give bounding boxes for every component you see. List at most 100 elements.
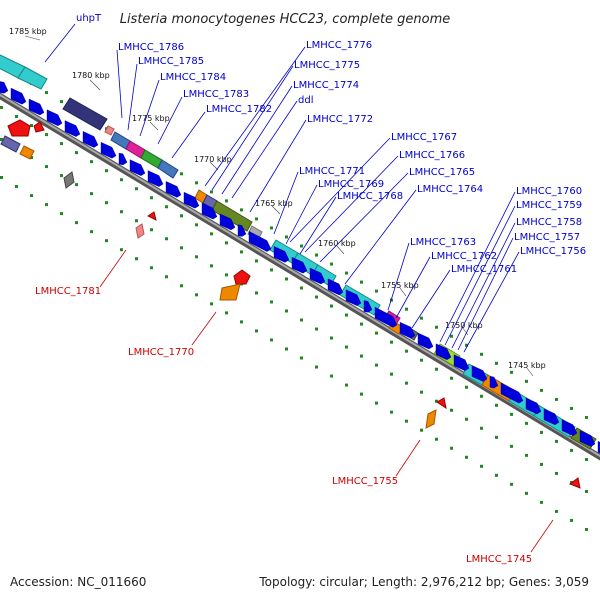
- feature-box[interactable]: [147, 211, 157, 221]
- gene-label-LMHCC_1762[interactable]: LMHCC_1762: [395, 251, 497, 319]
- gene-arrow[interactable]: [100, 141, 117, 159]
- guide-dot: [405, 307, 408, 311]
- guide-dot: [345, 271, 348, 275]
- guide-dot: [345, 313, 348, 317]
- feature-box[interactable]: [0, 135, 21, 153]
- gene-label-LMHCC_1784[interactable]: LMHCC_1784: [139, 72, 226, 137]
- gene-label-LMHCC_1763[interactable]: LMHCC_1763: [387, 237, 476, 311]
- guide-dot: [120, 248, 123, 252]
- gene-label-text: LMHCC_1768: [337, 191, 403, 202]
- gene-arrow[interactable]: [165, 181, 182, 198]
- gene-arrow[interactable]: [345, 289, 362, 306]
- guide-dot: [225, 241, 228, 245]
- gene-label-ddl[interactable]: ddl: [231, 95, 313, 199]
- feature-box[interactable]: [33, 121, 45, 133]
- gene-arrow[interactable]: [471, 365, 488, 382]
- gene-arrow[interactable]: [10, 87, 27, 105]
- gene-label-LMHCC_1766[interactable]: LMHCC_1766: [304, 150, 465, 253]
- gene-label-LMHCC_1770[interactable]: LMHCC_1770: [128, 311, 217, 358]
- guide-dot: [555, 471, 558, 475]
- feature-box[interactable]: [157, 159, 179, 179]
- gene-arrow[interactable]: [183, 191, 200, 209]
- guide-dot: [150, 266, 153, 270]
- guide-dot: [45, 165, 48, 169]
- gene-label-LMHCC_1767[interactable]: LMHCC_1767: [289, 132, 457, 243]
- feature-box[interactable]: [19, 145, 35, 160]
- feature-box[interactable]: [233, 269, 251, 285]
- gene-label-LMHCC_1759[interactable]: LMHCC_1759: [444, 200, 582, 346]
- guide-dot: [555, 509, 558, 513]
- gene-arrow[interactable]: [374, 306, 398, 328]
- gene-label-LMHCC_1757[interactable]: LMHCC_1757: [457, 232, 580, 351]
- gene-arrow[interactable]: [46, 109, 63, 127]
- gene-label-text: ddl: [298, 95, 313, 106]
- feature-box[interactable]: [62, 97, 108, 131]
- gene-arrow[interactable]: [363, 300, 373, 313]
- gene-arrow[interactable]: [399, 321, 416, 339]
- guide-dot: [195, 223, 198, 227]
- gene-arrow[interactable]: [453, 354, 470, 371]
- gene-label-LMHCC_1745[interactable]: LMHCC_1745: [466, 519, 554, 565]
- gene-arrow[interactable]: [28, 98, 45, 116]
- gene-arrow[interactable]: [489, 376, 499, 389]
- gene-arrow[interactable]: [129, 159, 146, 176]
- gene-arrow[interactable]: [118, 152, 128, 166]
- gene-arrow[interactable]: [327, 278, 344, 296]
- gene-label-LMHCC_1756[interactable]: LMHCC_1756: [463, 246, 586, 353]
- gene-arrow[interactable]: [561, 419, 578, 436]
- gene-arrow[interactable]: [219, 213, 236, 231]
- guide-dot: [15, 185, 18, 189]
- feature-box[interactable]: [436, 397, 447, 410]
- guide-dot: [270, 268, 273, 272]
- feature-box[interactable]: [568, 477, 581, 489]
- feature-box[interactable]: [211, 200, 253, 232]
- gene-label-uhpT[interactable]: uhpT: [44, 13, 102, 63]
- gene-label-LMHCC_1764[interactable]: LMHCC_1764: [344, 184, 483, 285]
- gene-label-LMHCC_1761[interactable]: LMHCC_1761: [411, 264, 517, 329]
- gene-label-LMHCC_1783[interactable]: LMHCC_1783: [157, 89, 249, 145]
- feature-box[interactable]: [135, 223, 145, 239]
- gene-label-LMHCC_1786[interactable]: LMHCC_1786: [116, 42, 184, 119]
- gene-arrow[interactable]: [237, 224, 247, 237]
- feature-box[interactable]: [425, 409, 437, 429]
- feature-box[interactable]: [219, 283, 241, 301]
- gene-arrow[interactable]: [64, 120, 81, 137]
- gene-arrow[interactable]: [147, 170, 164, 187]
- guide-dot: [165, 237, 168, 241]
- gene-label-LMHCC_1758[interactable]: LMHCC_1758: [451, 217, 582, 349]
- gene-label-LMHCC_1772[interactable]: LMHCC_1772: [249, 114, 373, 213]
- gene-arrow[interactable]: [309, 267, 326, 285]
- gene-label-LMHCC_1774[interactable]: LMHCC_1774: [221, 80, 359, 195]
- gene-arrow[interactable]: [273, 246, 290, 263]
- gene-label-LMHCC_1768[interactable]: LMHCC_1768: [299, 191, 403, 255]
- gene-arrow[interactable]: [579, 430, 596, 447]
- gene-label-LMHCC_1769[interactable]: LMHCC_1769: [285, 179, 384, 245]
- gene-label-LMHCC_1760[interactable]: LMHCC_1760: [439, 186, 582, 343]
- gene-label-LMHCC_1781[interactable]: LMHCC_1781: [35, 249, 127, 297]
- gene-arrow[interactable]: [525, 397, 542, 415]
- gene-arrow[interactable]: [248, 230, 272, 252]
- gene-label-LMHCC_1765[interactable]: LMHCC_1765: [319, 167, 475, 263]
- gene-label-LMHCC_1755[interactable]: LMHCC_1755: [332, 439, 421, 487]
- gene-arrow[interactable]: [291, 256, 308, 274]
- gene-arrow[interactable]: [201, 202, 218, 220]
- feature-box[interactable]: [104, 125, 115, 136]
- gene-arrow[interactable]: [543, 408, 560, 426]
- gene-arrow[interactable]: [500, 382, 524, 404]
- guide-dot: [195, 181, 198, 185]
- guide-dot: [75, 151, 78, 155]
- gene-arrow[interactable]: [417, 332, 434, 350]
- gene-arrow[interactable]: [435, 343, 452, 361]
- gene-label-LMHCC_1775[interactable]: LMHCC_1775: [211, 60, 360, 191]
- gene-label-LMHCC_1782[interactable]: LMHCC_1782: [171, 104, 272, 159]
- feature-box[interactable]: [7, 119, 31, 137]
- gene-label-LMHCC_1771[interactable]: LMHCC_1771: [273, 166, 365, 235]
- feature-box[interactable]: [17, 66, 48, 90]
- gene-label-LMHCC_1785[interactable]: LMHCC_1785: [127, 56, 204, 131]
- gene-arrow[interactable]: [82, 131, 99, 148]
- gene-label-LMHCC_1776[interactable]: LMHCC_1776: [204, 40, 372, 187]
- tick-1775: 1775 kbp: [132, 114, 170, 131]
- gene-arrow[interactable]: [0, 81, 9, 94]
- guide-dot: [375, 363, 378, 367]
- feature-box[interactable]: [63, 171, 75, 189]
